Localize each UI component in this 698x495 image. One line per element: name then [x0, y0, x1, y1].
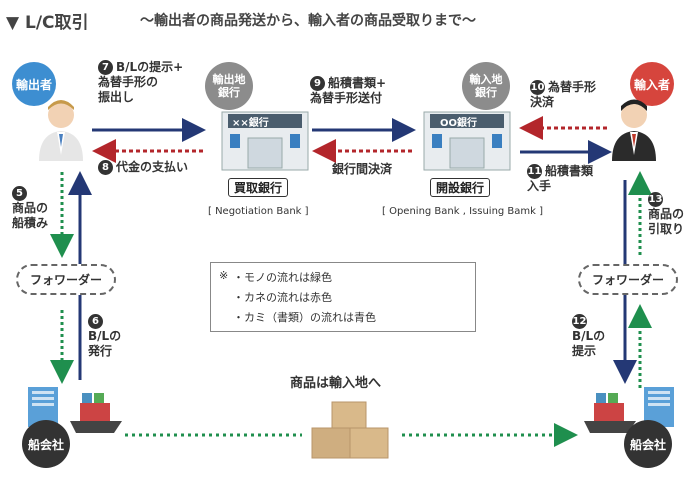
cargo-boxes-icon: [311, 401, 389, 459]
goods-label: 商品は輸入地へ: [290, 376, 382, 391]
interbank-settlement-label: 銀行間決済: [332, 162, 393, 176]
export-bank-en: [ Negotiation Bank ]: [208, 206, 309, 217]
import-bank-en: [ Opening Bank , Issuing Bamk ]: [382, 206, 544, 217]
legend-note: ※: [219, 269, 229, 282]
legend-item-money: ・カネの流れは赤色: [233, 291, 332, 304]
forwarder-right: フォワーダー: [578, 264, 679, 295]
forwarder-left: フォワーダー: [16, 264, 117, 295]
exporter-circle: 輸出者: [12, 62, 56, 106]
exporter-person-icon: [39, 100, 83, 161]
shipping-company-left: 船会社: [22, 420, 70, 468]
export-bank-name: 買取銀行: [228, 178, 289, 197]
export-bank-sign: ××銀行: [232, 118, 269, 129]
importer-person-icon: [612, 99, 656, 161]
legend-item-goods: ・モノの流れは緑色: [233, 271, 332, 284]
shipping-company-right: 船会社: [624, 420, 672, 468]
import-bank-name: 開設銀行: [430, 178, 491, 197]
legend-item-docs: ・カミ（書類）の流れは青色: [233, 311, 376, 324]
legend: ※ ・モノの流れは緑色 ・カネの流れは赤色 ・カミ（書類）の流れは青色: [210, 262, 476, 332]
page-subtitle: 〜輸出者の商品発送から、輸入者の商品受取りまで〜: [140, 13, 476, 29]
page-title: ▼ L/C取引: [6, 13, 89, 33]
import-bank-circle: 輸入地 銀行: [462, 62, 510, 110]
import-bank-sign: OO銀行: [440, 118, 478, 129]
export-bank-circle: 輸出地 銀行: [205, 62, 253, 110]
importer-circle: 輸入者: [630, 62, 674, 106]
export-bank-building-icon: [221, 111, 309, 171]
import-bank-building-icon: [423, 111, 511, 171]
